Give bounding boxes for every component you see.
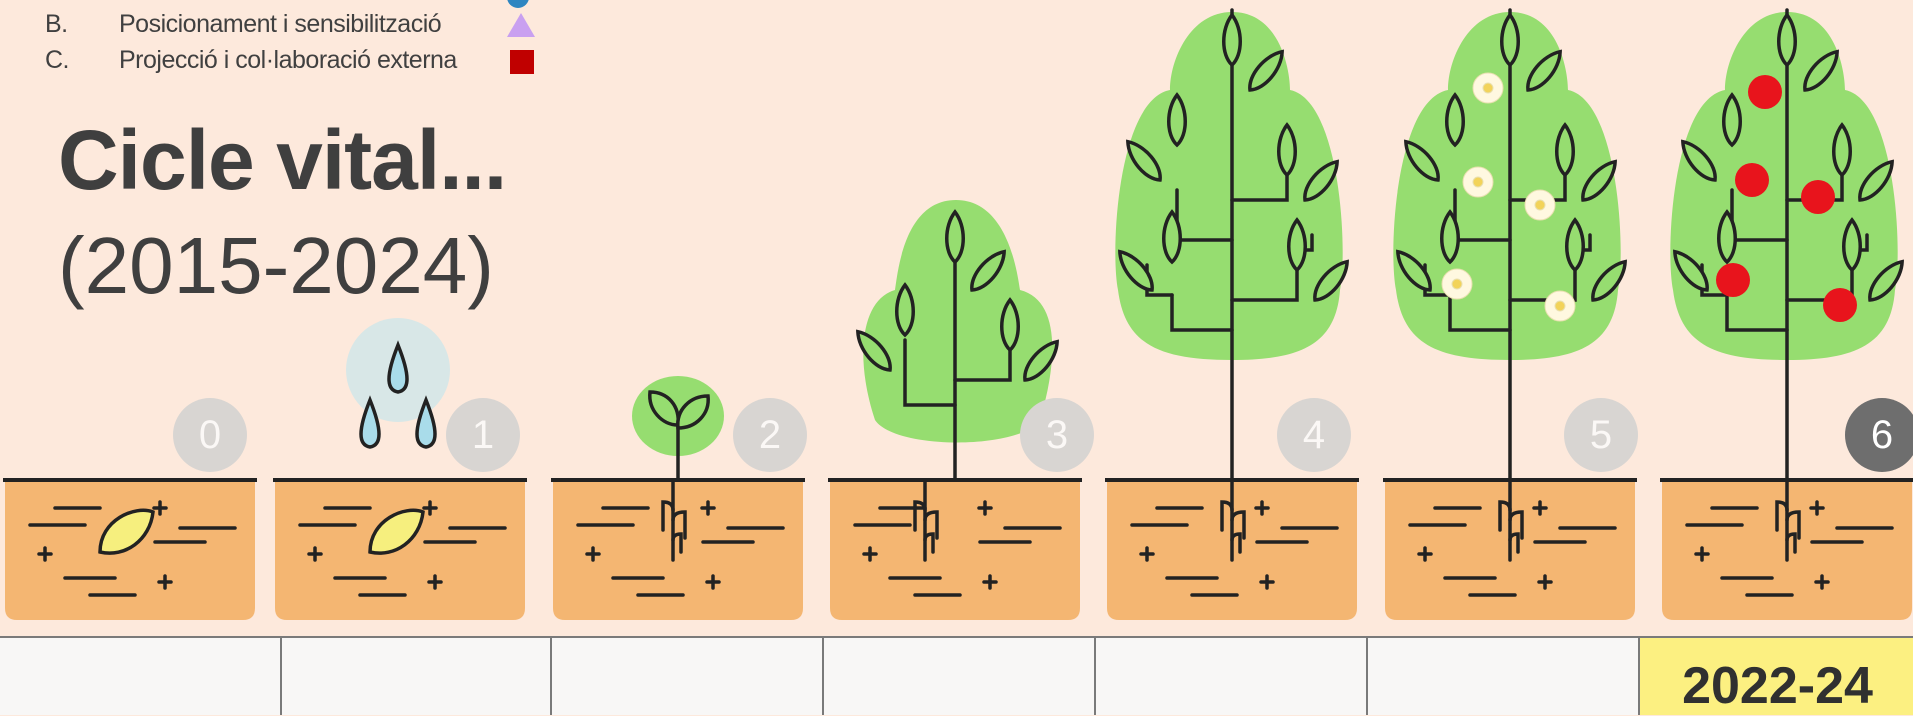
stage-2-soil [549,478,807,622]
square-icon [510,50,534,74]
legend-text: Posicionament i sensibilització [119,10,442,38]
timeline-cell [1094,638,1368,715]
stage-badge-5: 5 [1564,398,1638,472]
sapling-foliage [849,200,1066,482]
timeline-cell [0,638,280,715]
water-drops [346,318,450,449]
growth-cycle-illustration [1,8,1913,622]
stage-badge-1: 1 [446,398,520,472]
stage-badge-6: 6 [1845,398,1913,472]
stage-0-soil [1,478,259,622]
stage-badge-0: 0 [173,398,247,472]
page-subtitle-years: (2015-2024) [58,221,494,310]
legend-letter: B. [45,10,68,38]
legend-text: Projecció i col·laboració externa [119,46,457,74]
timeline-cell-current: 2022-24 [1638,638,1913,715]
timeline-cell-label: 2022-24 [1682,657,1873,715]
stage-badge-2: 2 [733,398,807,472]
timeline-cell [1366,638,1640,715]
stage-4-tree [1103,8,1361,622]
stage-5-flowering-tree [1381,8,1639,622]
timeline-cell [550,638,824,715]
timeline-row: 2022-24 [0,636,1913,715]
triangle-icon [507,13,535,37]
stage-badge-4: 4 [1277,398,1351,472]
sprout-foliage [632,376,724,480]
stage-6-fruiting-tree [1658,8,1913,622]
stage-1-soil [271,478,529,622]
timeline-cell [280,638,552,715]
stage-badge-3: 3 [1020,398,1094,472]
stage-3-soil [826,478,1084,622]
page-title: Cicle vital... [58,113,507,207]
legend: B. Posicionament i sensibilització C. Pr… [45,0,545,80]
timeline-cell [822,638,1096,715]
legend-partial-circle-marker [507,0,529,8]
legend-letter: C. [45,46,70,74]
